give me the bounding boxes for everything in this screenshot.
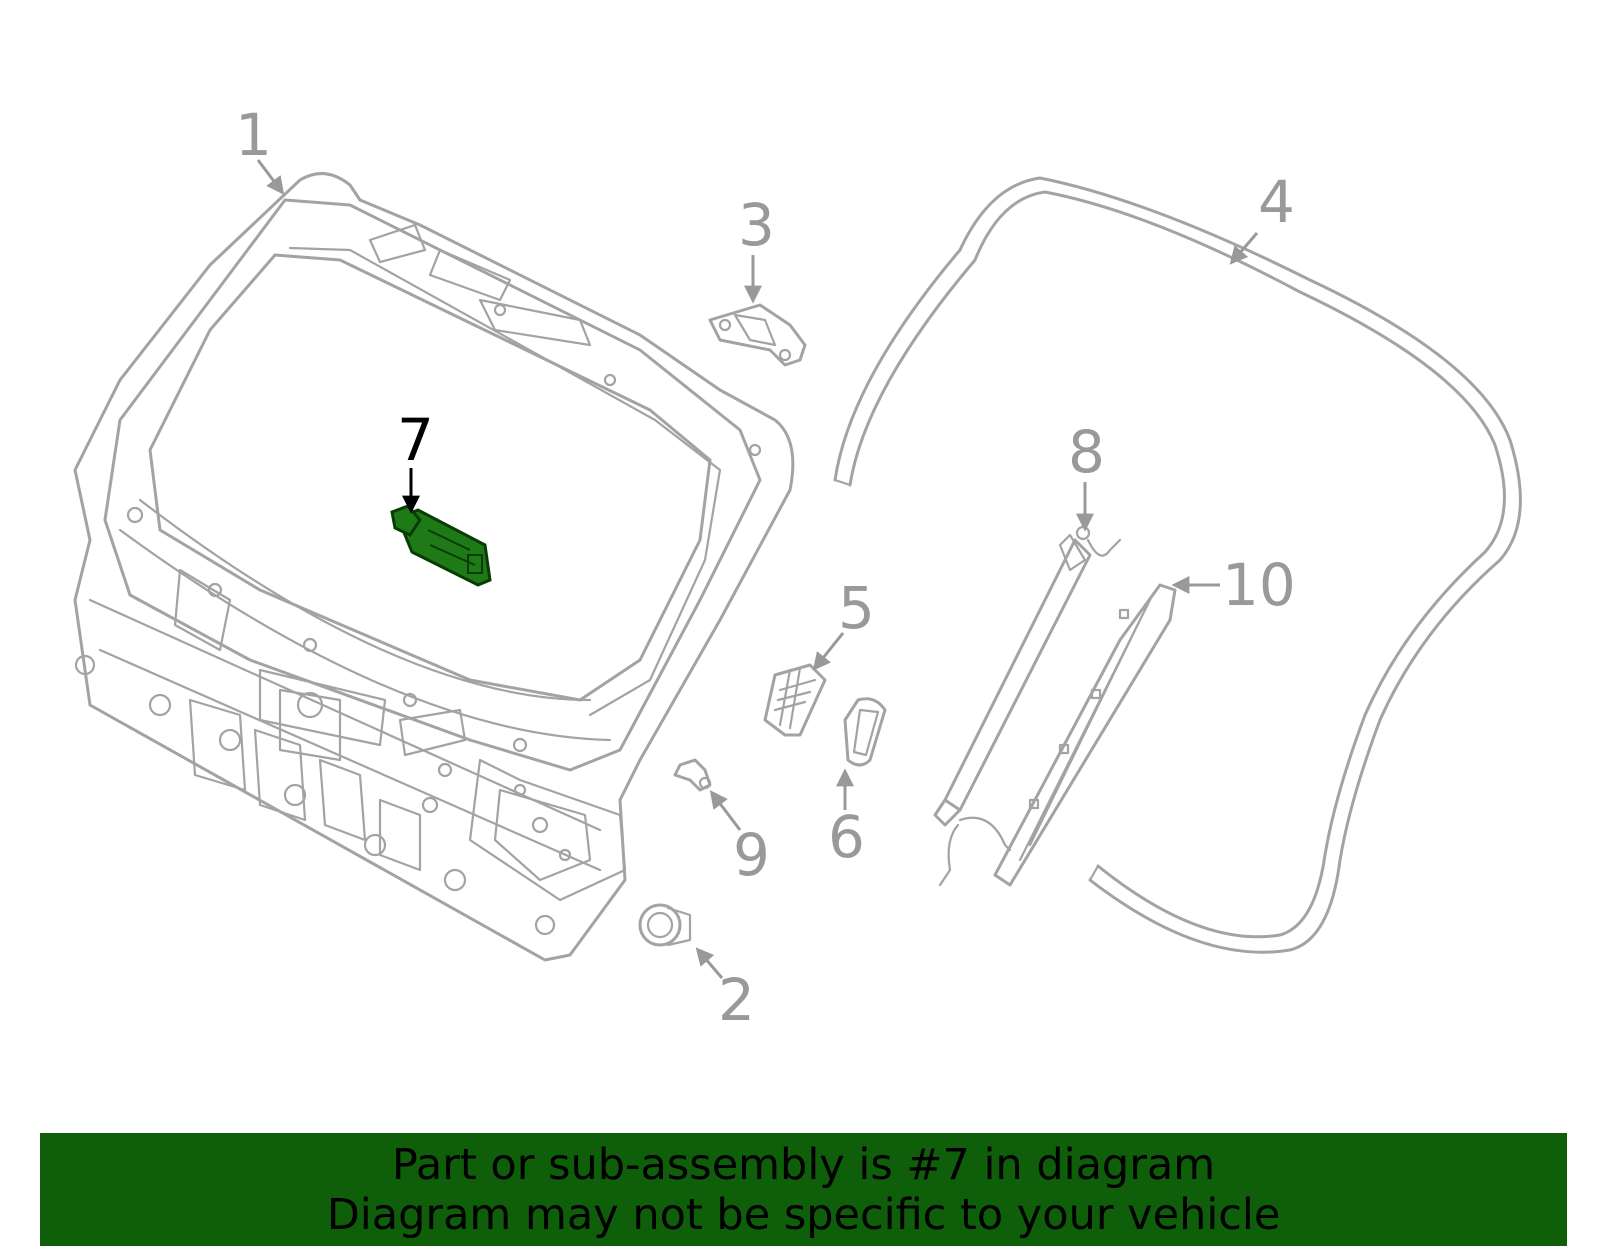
callout-1: 1 [235, 101, 272, 169]
leader-2 [695, 947, 724, 979]
leader-4 [1229, 232, 1259, 265]
pad-part-6 [843, 697, 887, 767]
callout-8: 8 [1068, 418, 1105, 486]
callout-10: 10 [1222, 551, 1296, 619]
callout-5: 5 [838, 574, 875, 642]
tailgate-panel-part-1 [73, 172, 795, 962]
hinge-part-3 [708, 303, 807, 367]
garnish-part-10 [993, 583, 1177, 887]
callout-3: 3 [738, 191, 775, 259]
callout-4: 4 [1258, 168, 1295, 236]
grommet-part-2 [638, 903, 692, 947]
actuator-part-7-highlighted [390, 504, 492, 587]
strut-part-8 [933, 525, 1122, 887]
callout-6: 6 [828, 803, 865, 871]
weatherstrip-part-4 [833, 176, 1522, 954]
parts-diagram: 1 2 3 4 5 6 7 8 9 10 [73, 101, 1522, 1034]
banner-line-2: Diagram may not be specific to your vehi… [326, 1190, 1281, 1240]
bumper-part-5 [763, 663, 827, 737]
leader-9 [709, 790, 742, 831]
info-banner: Part or sub-assembly is #7 in diagram Di… [40, 1133, 1567, 1246]
leader-5 [812, 632, 845, 671]
callout-7[interactable]: 7 [397, 406, 434, 474]
callout-9: 9 [733, 821, 770, 889]
banner-line-1: Part or sub-assembly is #7 in diagram [391, 1140, 1216, 1190]
clip-part-9 [673, 758, 712, 792]
leader-1 [256, 159, 285, 195]
callout-2: 2 [718, 966, 755, 1034]
